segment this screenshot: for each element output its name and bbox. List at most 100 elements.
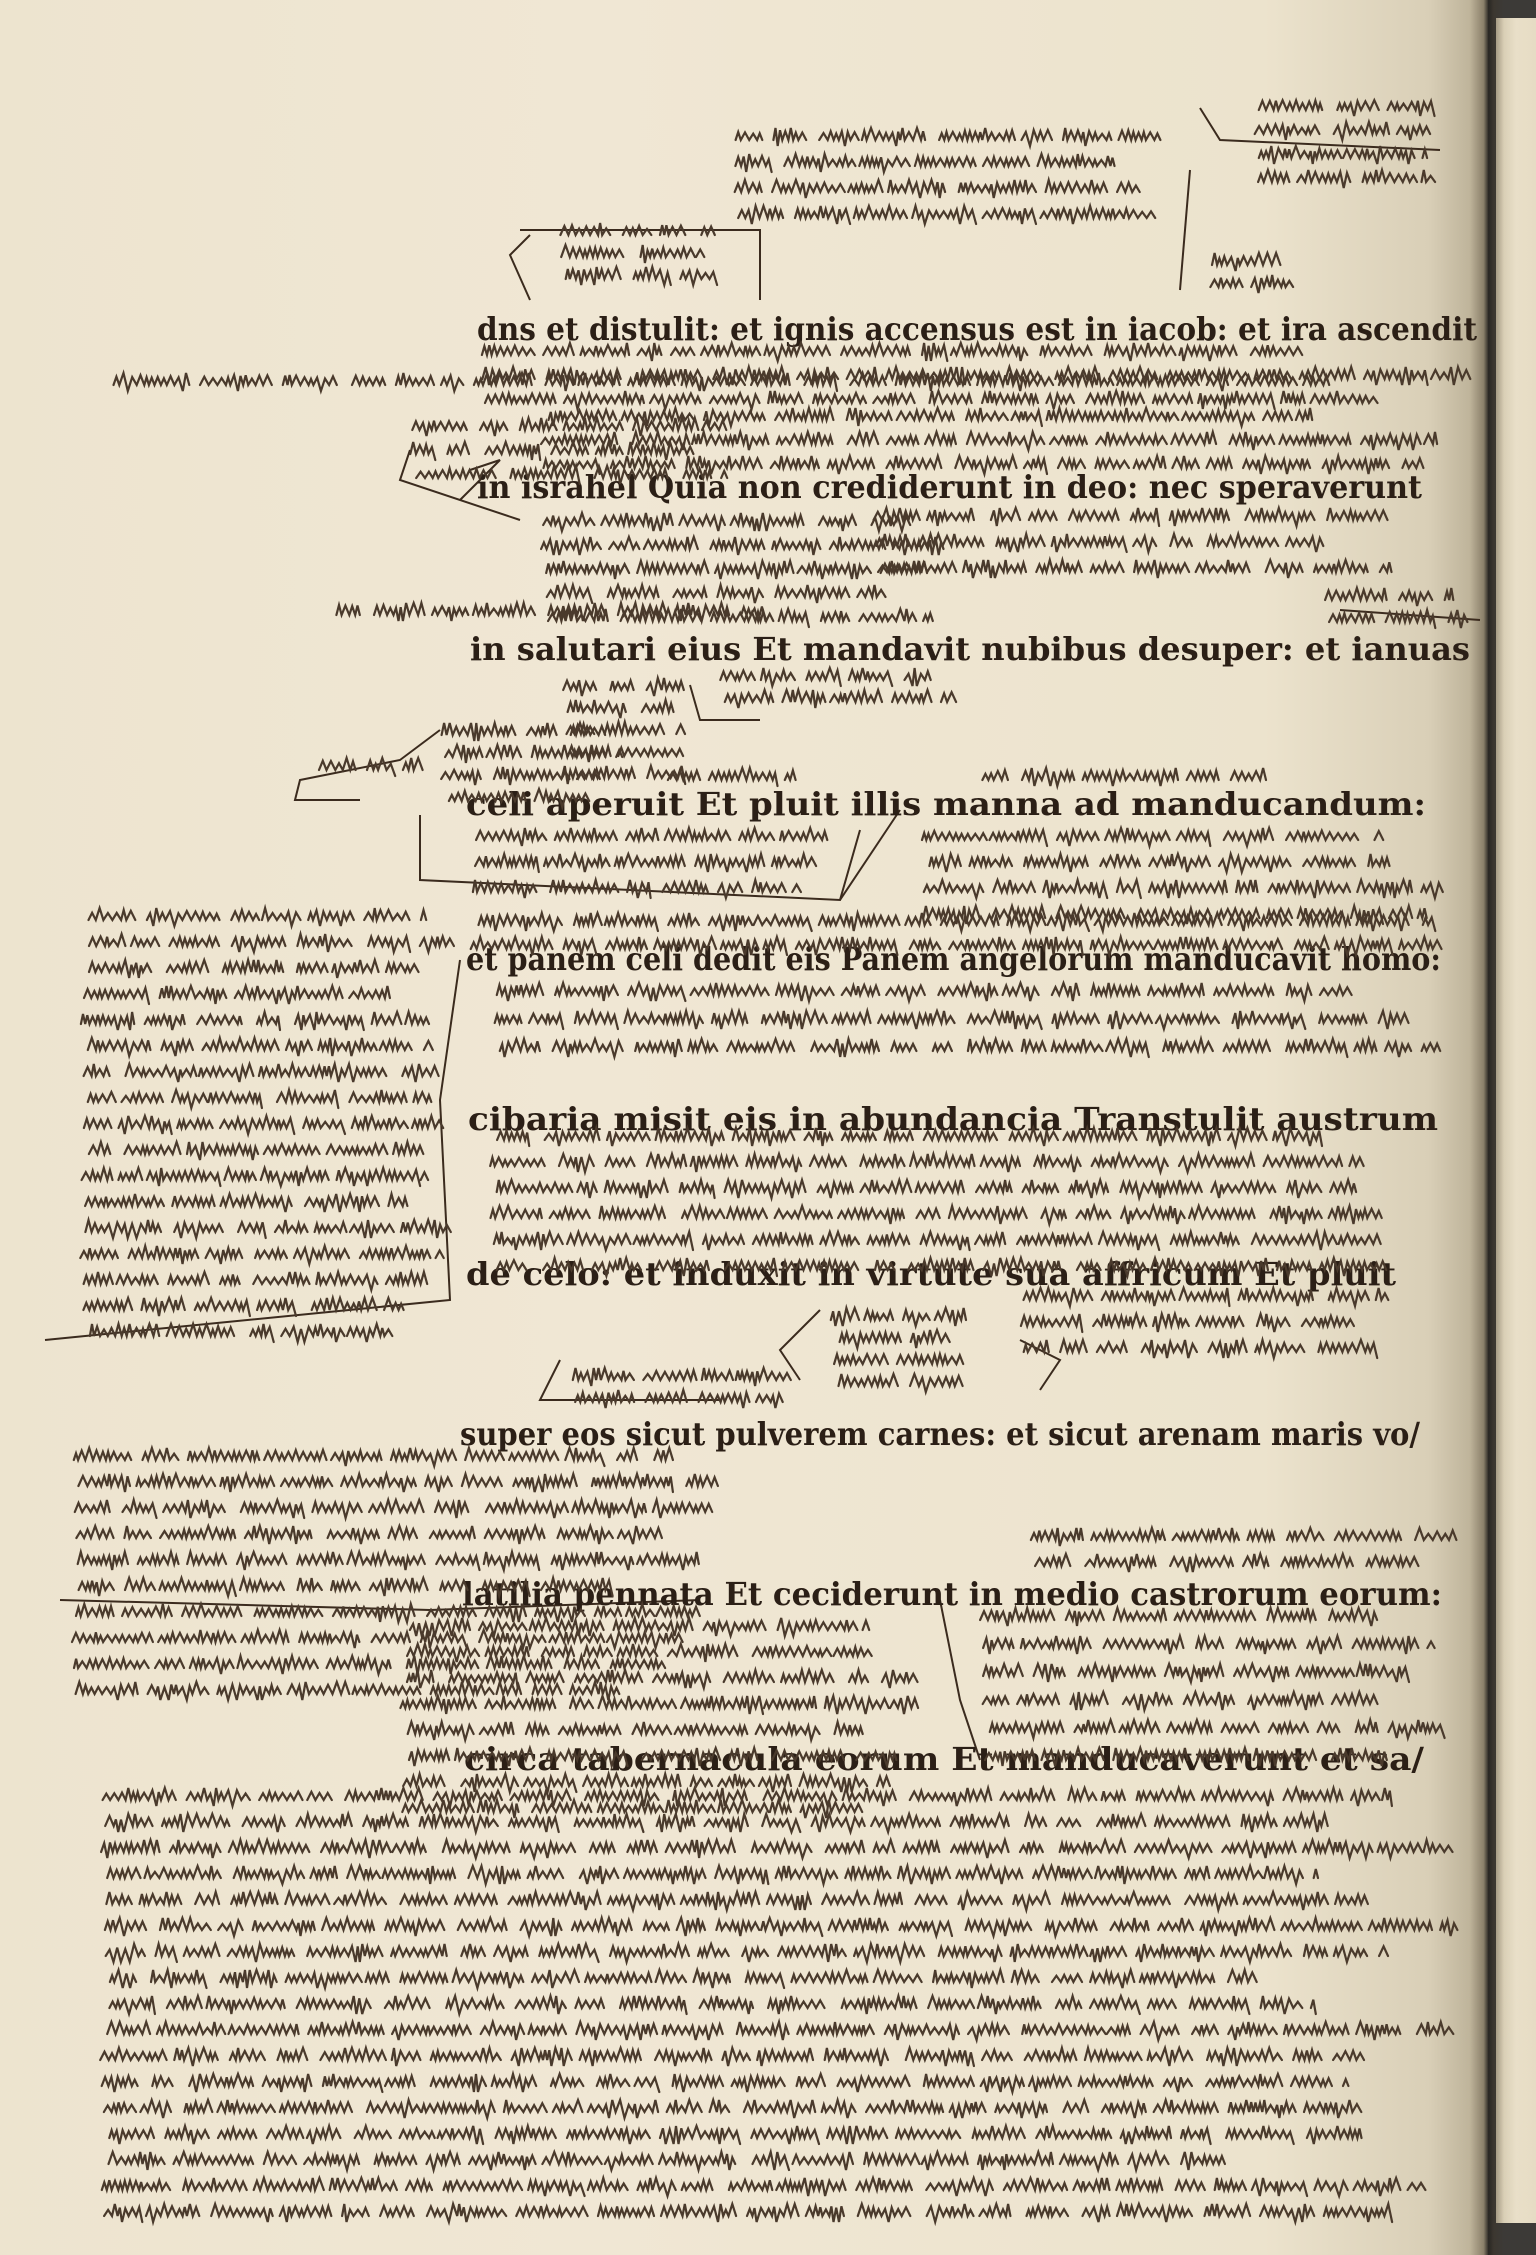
gloss-line [82, 1267, 429, 1295]
gloss-line [401, 1795, 864, 1819]
gloss-line [1019, 1309, 1355, 1334]
gloss-line [82, 982, 391, 1006]
gloss-line [979, 1603, 1379, 1627]
gloss-line [920, 824, 1385, 851]
gloss-line [73, 1495, 714, 1523]
gloss-line [101, 1783, 1393, 1811]
gloss-line [409, 437, 695, 462]
gloss-line [87, 1137, 425, 1161]
gloss-line [407, 1743, 898, 1771]
gloss-line [108, 2121, 1363, 2146]
gloss-line [103, 1913, 1459, 1941]
gloss-line [88, 1319, 394, 1347]
gloss-line [833, 1350, 965, 1369]
gloss-line [84, 1215, 452, 1243]
gloss-line [474, 849, 818, 874]
gloss-line [106, 1861, 1320, 1889]
gloss-line [489, 1149, 1365, 1177]
gloss-line [988, 1715, 1446, 1743]
gloss-line [440, 765, 601, 786]
gloss-line [100, 1835, 1454, 1863]
gloss-line [99, 2043, 1366, 2068]
gloss-line [547, 605, 934, 629]
gloss-line [875, 529, 1325, 557]
main-text: dns et distulit: et ignis accensus est i… [460, 310, 1477, 1778]
gloss-line [877, 555, 1393, 579]
gloss-line [1257, 142, 1429, 165]
gloss-line [982, 1632, 1436, 1655]
gloss-line [100, 2173, 1427, 2200]
gloss-line [496, 1123, 1324, 1151]
gloss-line [495, 1253, 1388, 1281]
gloss-line [1210, 249, 1282, 272]
main-line: super eos sicut pulverem carnes: et sicu… [460, 1415, 1420, 1453]
gloss-line [547, 403, 1314, 431]
gloss-line [983, 1744, 1388, 1767]
gloss-line [87, 929, 455, 957]
gloss-line [107, 2147, 1226, 2175]
gloss-line [574, 1386, 784, 1409]
gloss-line [734, 149, 1116, 177]
gloss-line [1034, 1550, 1420, 1573]
gloss-line [922, 901, 1428, 928]
gloss-line [408, 1614, 871, 1641]
gloss-line [104, 1809, 1329, 1837]
gloss-line [564, 262, 719, 290]
gloss-line [471, 875, 802, 902]
gloss-line [108, 1991, 1317, 2019]
gloss-line [74, 1599, 701, 1627]
gloss-line [86, 1085, 433, 1113]
gloss-line [480, 339, 1304, 365]
gloss-line [560, 241, 706, 264]
gloss-line [76, 1547, 700, 1575]
gloss-line [402, 1769, 891, 1797]
gloss-line [489, 1201, 1383, 1229]
gloss-line [105, 1887, 1369, 1915]
gloss-line [406, 1639, 873, 1663]
gloss-line [493, 1006, 1410, 1033]
gloss-line [495, 979, 1353, 1006]
gloss-line [102, 2095, 1363, 2123]
gloss-line [475, 824, 829, 847]
gloss-line [444, 741, 624, 764]
gloss-line [829, 1303, 968, 1331]
gloss-line [75, 1522, 663, 1545]
gloss-line [1209, 274, 1295, 294]
gloss-line [734, 124, 1162, 151]
gloss-line [922, 875, 1444, 903]
gloss-texture [70, 96, 1472, 2227]
gloss-line [498, 1034, 1442, 1062]
gloss-line [406, 1717, 864, 1745]
gloss-line [411, 413, 728, 437]
gloss-line [545, 556, 929, 580]
gloss-line [87, 955, 420, 979]
gloss-line [483, 387, 1379, 414]
gloss-line [837, 1370, 964, 1396]
gloss-line [79, 1241, 445, 1269]
binding-gutter [1470, 0, 1504, 2255]
gloss-line [495, 1175, 1358, 1203]
gloss-line [77, 1573, 614, 1601]
gloss-line [1022, 1335, 1379, 1363]
gloss-line [1253, 117, 1432, 145]
gloss-line [104, 1939, 1390, 1967]
gloss-line [335, 598, 767, 626]
gloss-line [559, 222, 716, 239]
gloss-line [317, 754, 424, 778]
gloss-line [86, 1033, 434, 1061]
gloss-line [1022, 1283, 1390, 1311]
gloss-line [72, 1443, 674, 1471]
main-line: celi aperuit Et pluit illis manna ad man… [466, 785, 1426, 823]
gloss-line [566, 695, 675, 719]
gloss-line [981, 764, 1268, 791]
gloss-line [80, 1164, 430, 1190]
gloss-line [1328, 605, 1469, 630]
gloss-line [562, 673, 685, 697]
gloss-line [719, 664, 932, 691]
gloss-line [928, 849, 1391, 877]
gloss-line [469, 932, 1443, 960]
gloss-line [440, 718, 607, 742]
gloss-line [982, 1659, 1411, 1687]
gloss-line [981, 1688, 1379, 1715]
